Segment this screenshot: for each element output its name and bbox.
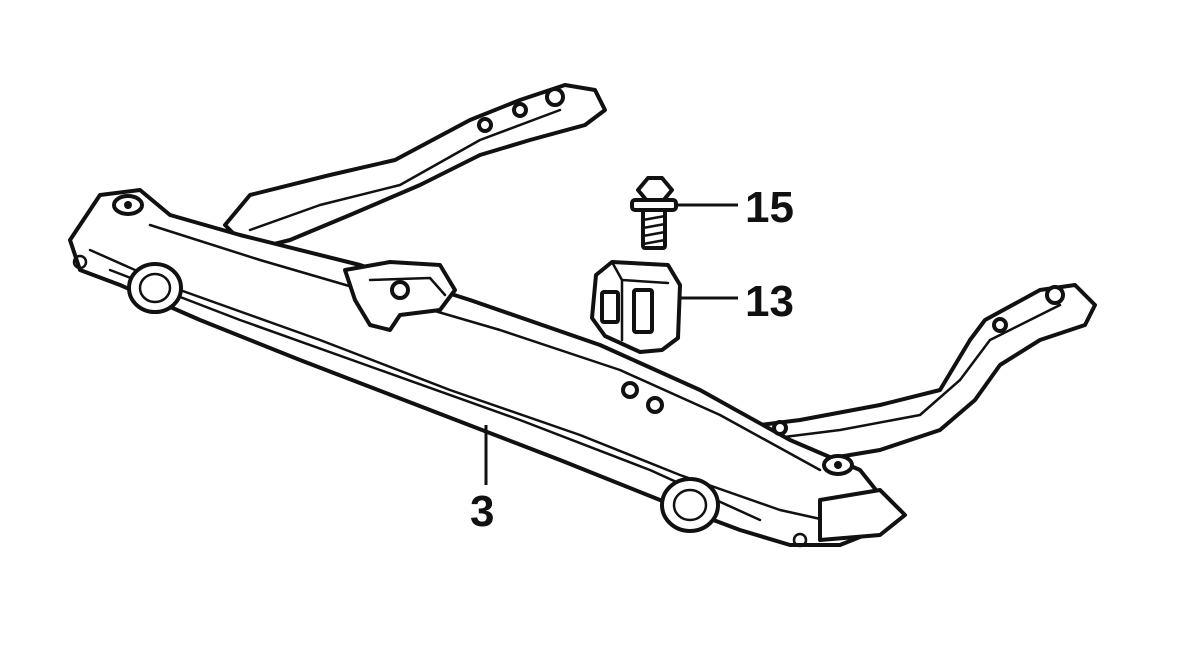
mount-bracket-part [590, 260, 682, 354]
callout-3: 3 [470, 487, 494, 536]
bolt-part [630, 176, 678, 250]
callout-15: 15 [745, 183, 794, 232]
subframe-mid-holes [621, 381, 788, 436]
subframe-rear-arm-right [718, 283, 1097, 462]
subframe-center-bracket [343, 260, 457, 332]
callout-13: 13 [745, 277, 794, 326]
subframe-rear-arm-left [223, 83, 607, 252]
subframe-main-beam [68, 188, 907, 548]
